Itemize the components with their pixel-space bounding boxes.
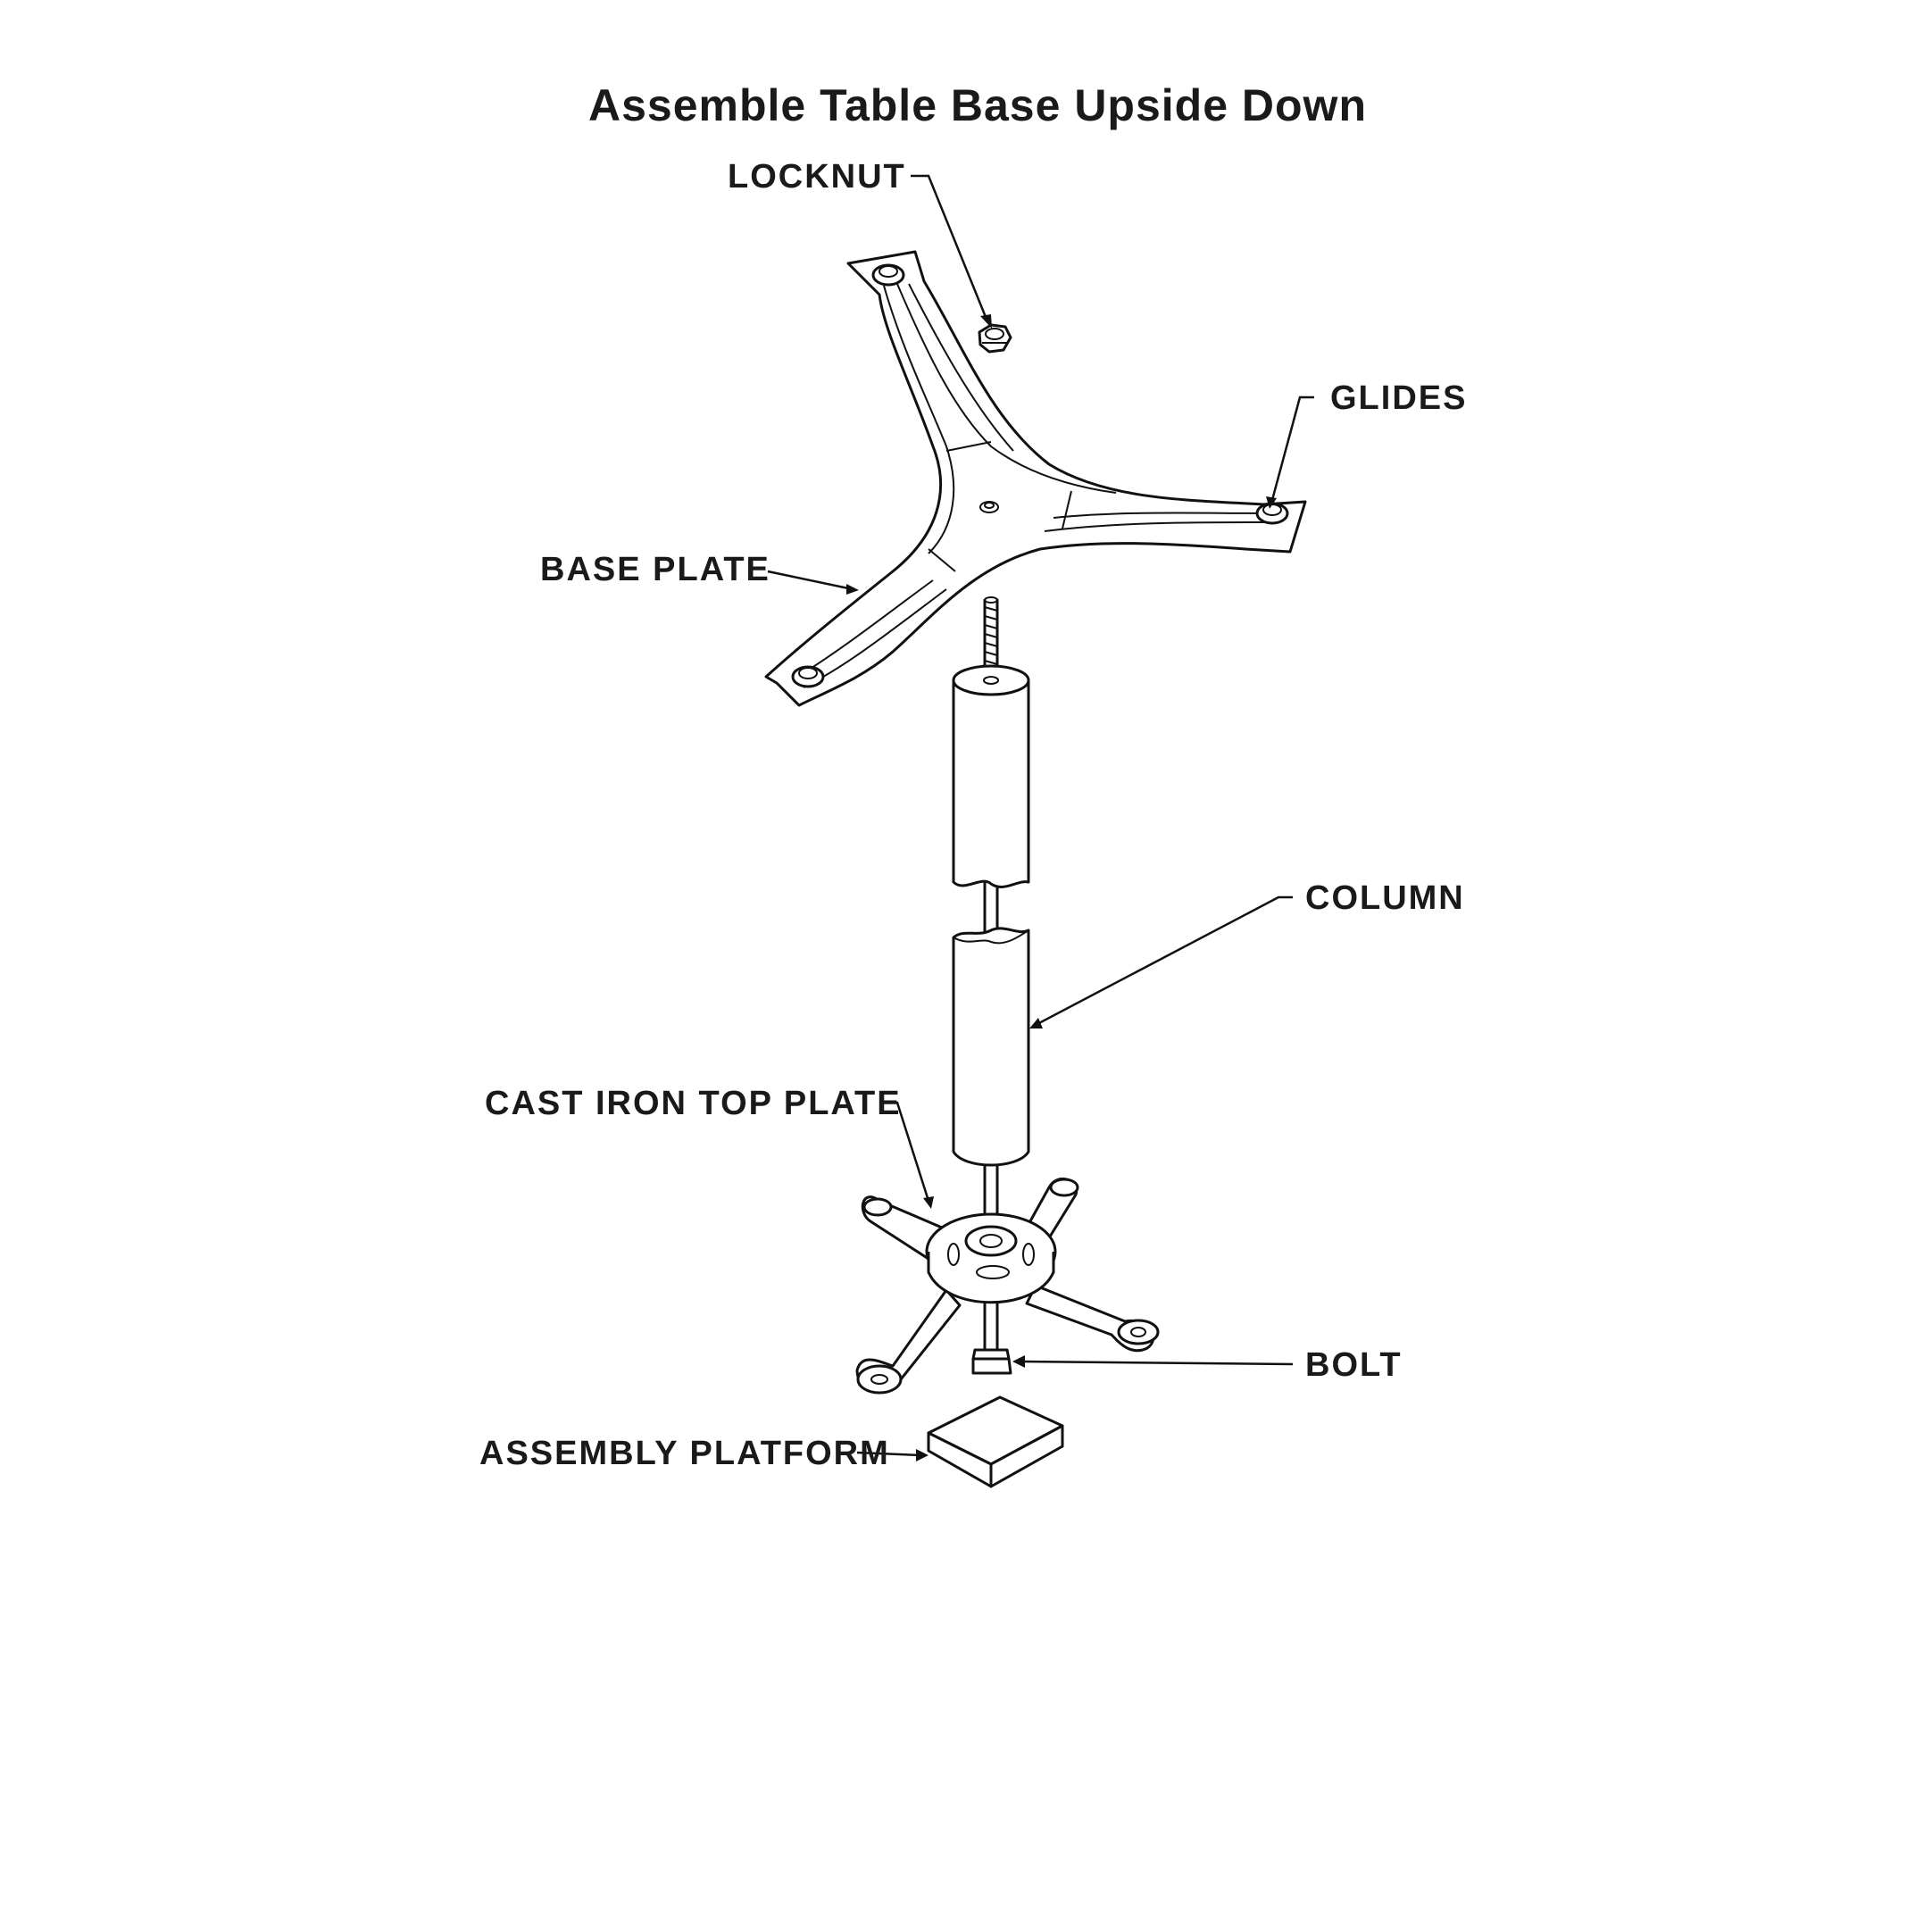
leader-cast-iron-top-plate bbox=[884, 1101, 934, 1209]
label-base-plate: BASE PLATE bbox=[540, 551, 770, 588]
leader-column bbox=[1029, 895, 1293, 1028]
locknut bbox=[978, 323, 1012, 354]
base-plate bbox=[764, 250, 1307, 707]
column-lower bbox=[952, 927, 1030, 1167]
leader-assembly-platform bbox=[856, 1449, 929, 1461]
leader-locknut bbox=[911, 174, 992, 329]
bolt bbox=[971, 1348, 1012, 1375]
glide-top bbox=[871, 263, 905, 287]
leader-glides bbox=[1266, 396, 1314, 509]
label-assembly-platform: ASSEMBLY PLATFORM bbox=[479, 1435, 890, 1472]
column-upper bbox=[952, 664, 1030, 888]
leader-base-plate bbox=[767, 570, 859, 595]
glide-right bbox=[1255, 502, 1289, 525]
glide-left bbox=[791, 665, 825, 688]
leader-bolt bbox=[1012, 1355, 1294, 1368]
label-column: COLUMN bbox=[1305, 879, 1465, 917]
diagram-title: Assemble Table Base Upside Down bbox=[588, 80, 1367, 130]
label-locknut: LOCKNUT bbox=[728, 158, 906, 196]
label-glides: GLIDES bbox=[1330, 379, 1467, 417]
label-bolt: BOLT bbox=[1305, 1346, 1403, 1384]
assembly-platform bbox=[927, 1395, 1064, 1488]
cast-iron-top-plate bbox=[855, 1178, 1160, 1395]
label-cast-iron-top-plate: CAST IRON TOP PLATE bbox=[485, 1085, 902, 1122]
